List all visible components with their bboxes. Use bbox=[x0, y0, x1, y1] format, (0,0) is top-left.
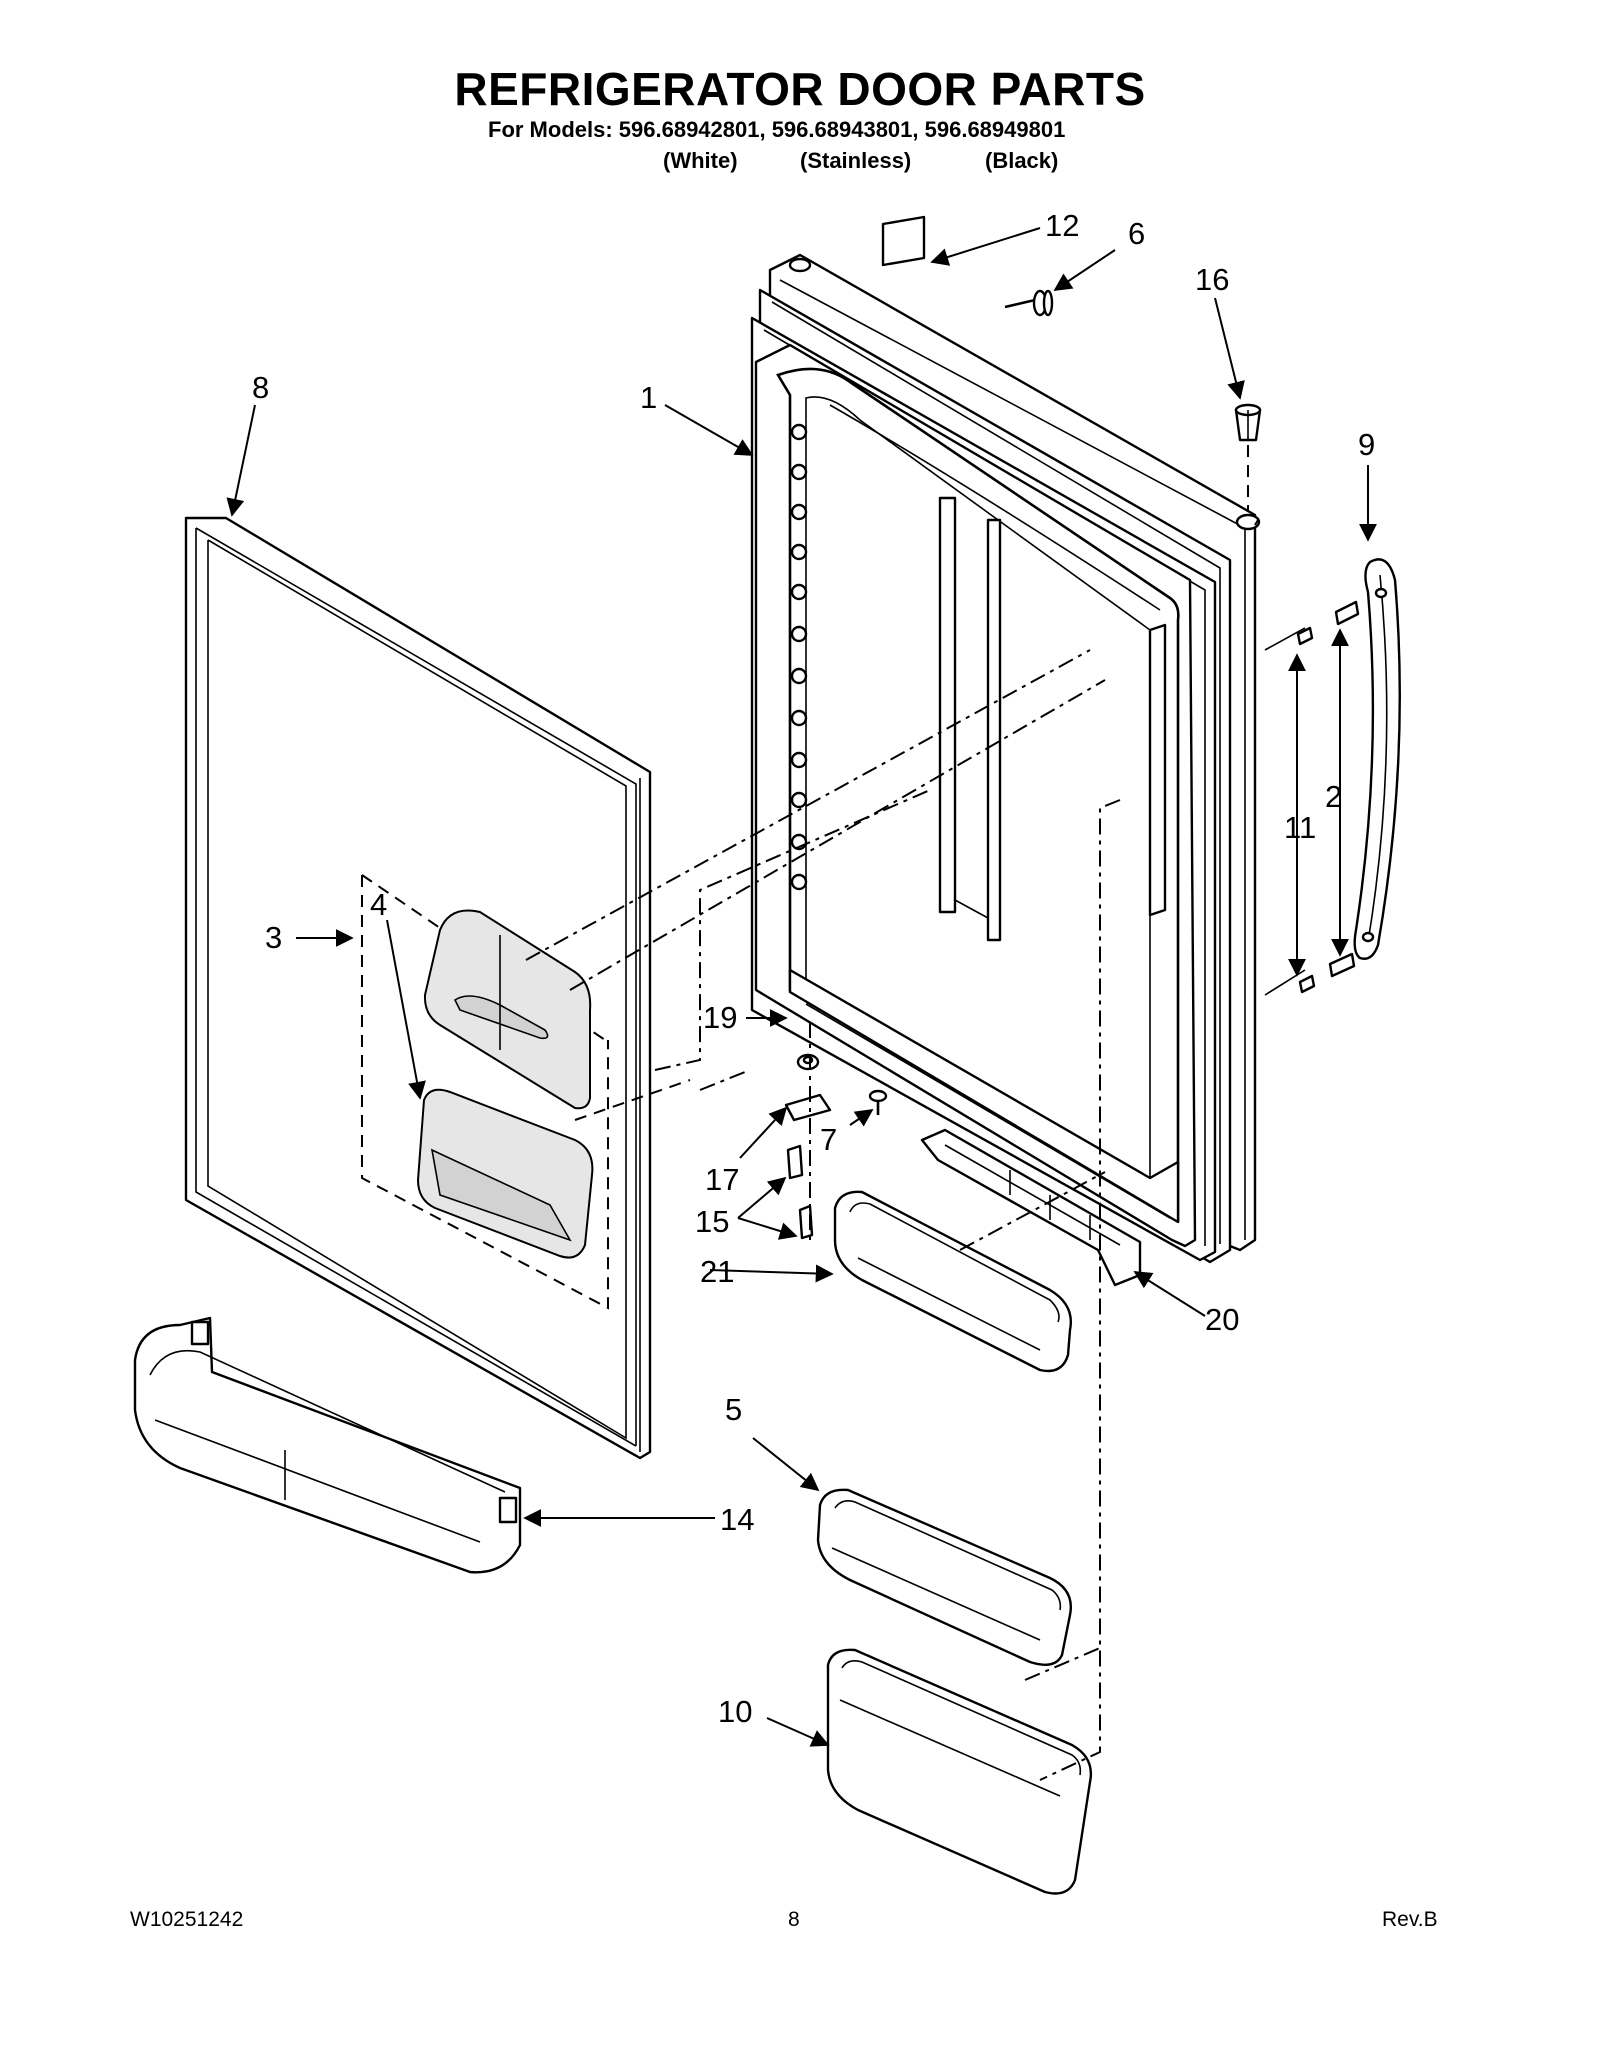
callout-14: 14 bbox=[720, 1502, 754, 1537]
handle-screws-part-2-11 bbox=[1264, 600, 1360, 996]
callout-20: 20 bbox=[1205, 1302, 1239, 1337]
callout-10: 10 bbox=[718, 1694, 752, 1729]
shallow-bin-part-21 bbox=[833, 1190, 1072, 1373]
clip-part-17 bbox=[784, 1093, 832, 1122]
washer-part-19 bbox=[796, 1053, 820, 1071]
callout-8: 8 bbox=[252, 370, 269, 405]
page-number: 8 bbox=[788, 1908, 800, 1931]
models-line: For Models: 596.68942801, 596.68943801, … bbox=[488, 117, 1066, 142]
callout-19: 19 bbox=[703, 1000, 737, 1035]
finish-black: (Black) bbox=[985, 148, 1059, 173]
callout-11: 11 bbox=[1284, 810, 1316, 845]
bin-rail-part-20 bbox=[920, 1128, 1142, 1287]
deep-bin-part-10 bbox=[826, 1648, 1093, 1895]
finish-stainless: (Stainless) bbox=[800, 148, 912, 173]
long-bin-part-14 bbox=[133, 1316, 522, 1574]
screws-part-15 bbox=[786, 1144, 814, 1240]
callout-2: 2 bbox=[1325, 779, 1342, 814]
medium-bin-part-5 bbox=[816, 1488, 1072, 1666]
shelf-stud-holes bbox=[790, 423, 808, 891]
callout-5: 5 bbox=[725, 1392, 742, 1427]
callout-12: 12 bbox=[1045, 208, 1079, 243]
callout-1: 1 bbox=[640, 380, 657, 415]
callout-17: 17 bbox=[705, 1162, 739, 1197]
callout-9: 9 bbox=[1358, 427, 1375, 462]
page-title: REFRIGERATOR DOOR PARTS bbox=[454, 63, 1146, 115]
bushing-part-16 bbox=[1234, 403, 1262, 512]
label-part-12 bbox=[881, 215, 926, 267]
screw-part-6 bbox=[1004, 289, 1054, 317]
dispenser-tray-part-4 bbox=[416, 1088, 594, 1259]
callout-6: 6 bbox=[1128, 216, 1145, 251]
dispenser-cover-part-3 bbox=[361, 874, 609, 1310]
callout-3: 3 bbox=[265, 920, 282, 955]
revision: Rev.B bbox=[1382, 1908, 1438, 1931]
doc-number: W10251242 bbox=[130, 1908, 244, 1931]
callout-15: 15 bbox=[695, 1204, 729, 1239]
callout-4: 4 bbox=[370, 887, 387, 922]
callout-16: 16 bbox=[1195, 262, 1229, 297]
callout-7: 7 bbox=[820, 1122, 837, 1157]
screw-part-7 bbox=[868, 1089, 888, 1115]
callout-21: 21 bbox=[700, 1254, 734, 1289]
handle-part-9 bbox=[1353, 558, 1401, 960]
finish-white: (White) bbox=[663, 148, 738, 173]
